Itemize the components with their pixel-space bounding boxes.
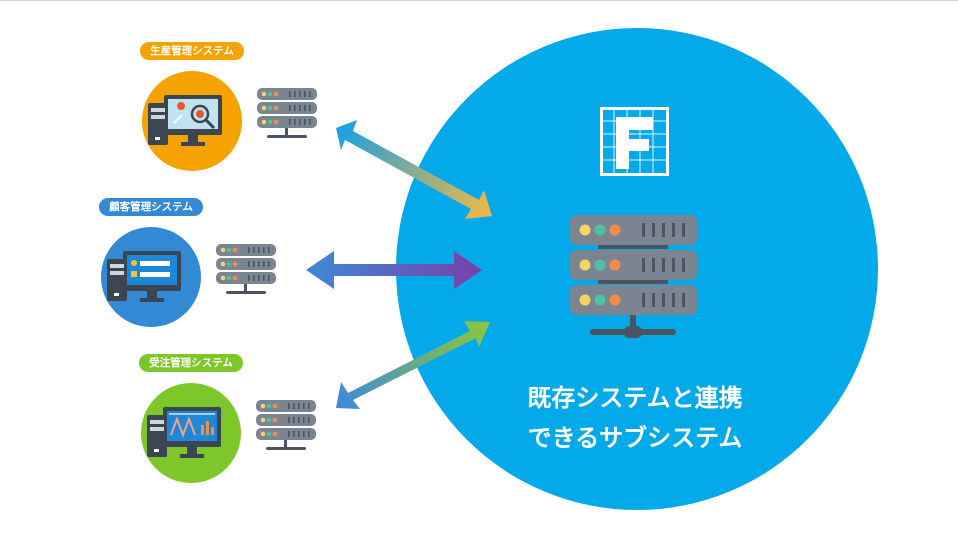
hub-server-icon [570,215,697,338]
computer-icon [147,407,221,458]
server-icon [256,400,316,450]
arrow-production [336,120,492,219]
computer-icon [148,95,222,146]
server-icon [257,88,317,138]
arrow-order [336,321,490,409]
system-label-production: 生産管理システム [140,42,244,60]
system-customer [101,227,276,327]
system-label-order: 受注管理システム [139,354,243,372]
computer-icon [107,251,181,302]
system-label-customer: 顧客管理システム [99,198,203,216]
arrow-customer [306,251,482,289]
f-logo-icon [600,107,669,176]
hub-caption-line2: できるサブシステム [527,424,743,452]
top-border [0,0,958,1]
hub-caption-line1: 既存システムと連携 [527,384,743,412]
system-order [141,383,316,483]
system-production [142,71,317,171]
server-icon [216,244,276,294]
